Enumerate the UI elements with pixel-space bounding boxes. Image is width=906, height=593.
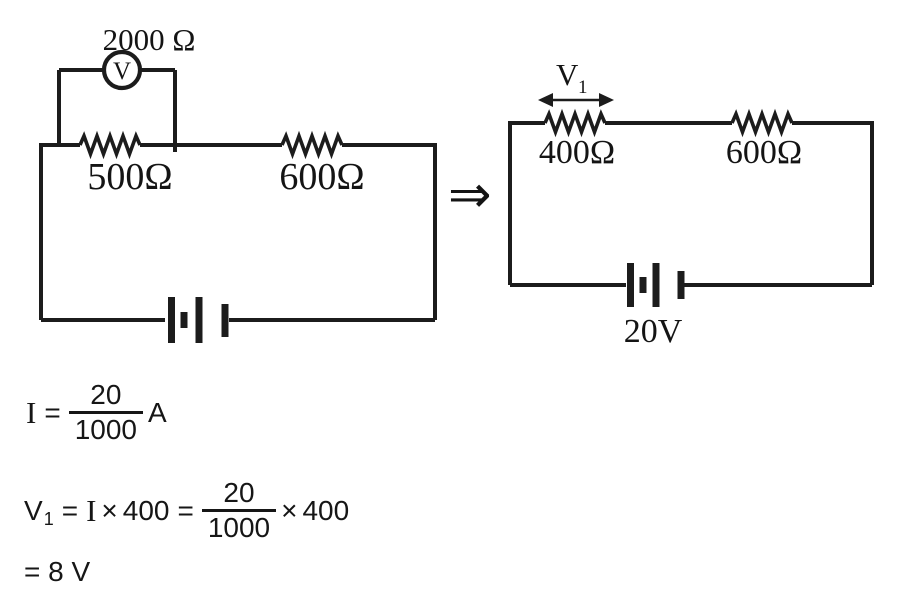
- voltmeter-icon: [101, 49, 143, 91]
- battery-voltage-label: 20V: [624, 313, 683, 350]
- implies-arrow: ⇒: [448, 165, 492, 225]
- v1-subscript: 1: [578, 77, 588, 98]
- multiplication-sign: ×: [281, 494, 298, 526]
- multiplication-sign: ×: [101, 494, 118, 526]
- fraction-denominator: 1000: [68, 411, 143, 445]
- left-circuit: V 2000 Ω 500Ω 600Ω: [39, 22, 437, 343]
- right-circuit-wires: [508, 121, 874, 287]
- resistor-400-symbol: [543, 108, 607, 138]
- resistor-400-label: 400Ω: [539, 134, 615, 171]
- fraction-numerator: 20: [223, 477, 255, 508]
- resistance-value: 400: [302, 494, 350, 526]
- circuit-diagram: V 2000 Ω 500Ω 600Ω ⇒ V 1 40: [39, 22, 874, 350]
- voltmeter-branch-wires: [57, 68, 177, 152]
- resistor-500-symbol: [78, 130, 142, 160]
- equation-current: I = 20 1000 A: [26, 379, 167, 445]
- fraction-numerator: 20: [90, 379, 122, 410]
- equation-v1: V 1 = I × 400 = 20 1000 × 400: [24, 477, 350, 543]
- v1-label: V: [556, 57, 579, 92]
- right-circuit: V 1 400Ω 600Ω 20V: [508, 57, 874, 350]
- v1-symbol: V: [24, 494, 43, 526]
- ampere-unit: A: [147, 396, 167, 428]
- resistor-500-label: 500Ω: [87, 156, 172, 198]
- equals-sign: =: [44, 396, 61, 428]
- fraction: 20 1000: [201, 477, 277, 543]
- equation-result: = 8 V: [24, 556, 90, 588]
- resistance-value: 400: [122, 494, 170, 526]
- v1-arrowhead-left: [538, 93, 553, 107]
- voltmeter-resistance-label: 2000 Ω: [103, 22, 196, 57]
- resistor-600-left-symbol: [280, 130, 344, 160]
- v1-arrowhead-right: [599, 93, 614, 107]
- voltmeter-letter: V: [113, 58, 131, 85]
- v1-span-arrow: [538, 93, 614, 107]
- resistor-600-right-symbol: [730, 108, 794, 138]
- equals-sign: =: [61, 494, 79, 526]
- equals-sign: =: [177, 494, 194, 526]
- fraction: 20 1000: [68, 379, 143, 445]
- current-symbol: I: [86, 492, 97, 528]
- right-battery-symbol: [627, 263, 685, 307]
- resistor-600-right-label: 600Ω: [726, 134, 802, 171]
- left-battery-symbol: [168, 297, 229, 343]
- fraction-denominator: 1000: [201, 509, 277, 543]
- result-value: = 8 V: [24, 556, 91, 587]
- resistor-600-left-label: 600Ω: [279, 156, 364, 198]
- v1-symbol-subscript: 1: [43, 509, 54, 530]
- current-symbol: I: [26, 394, 37, 430]
